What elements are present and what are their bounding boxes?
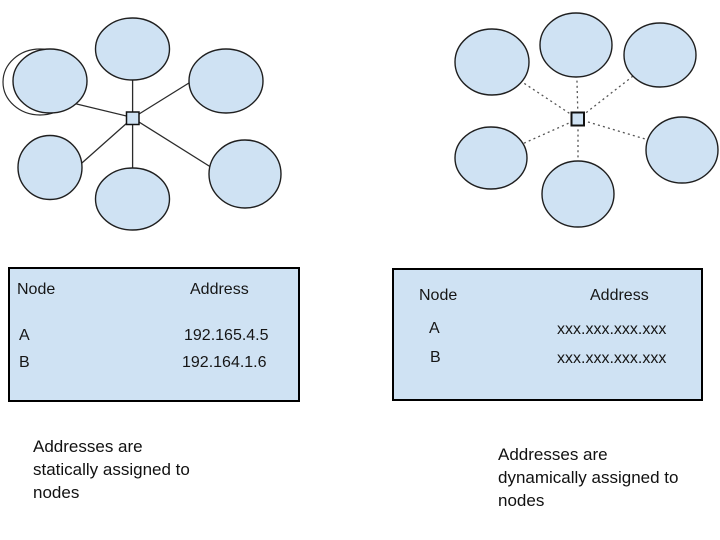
link-line-dotted (577, 54, 661, 120)
network-node (188, 48, 264, 114)
network-node (12, 48, 88, 114)
network-node (94, 17, 171, 81)
table-cell-address-b: xxx.xxx.xxx.xxx (557, 350, 667, 367)
network-node (17, 134, 83, 201)
hub-node (570, 111, 585, 127)
table-cell-node-b: B (430, 349, 441, 366)
column-header-node: Node (419, 287, 458, 304)
network-node (541, 160, 615, 228)
network-node (454, 126, 528, 190)
network-node (208, 139, 282, 209)
network-diagrams (2, 12, 719, 231)
table-cell-address-a: xxx.xxx.xxx.xxx (557, 321, 667, 338)
table-cell-address-a: 192.165.4.5 (184, 327, 269, 344)
network-node (539, 12, 613, 78)
network-node (645, 116, 719, 184)
link-line-dotted (575, 44, 579, 120)
network-node (623, 22, 697, 88)
table-cell-node-a: A (429, 320, 440, 337)
column-header-address: Address (190, 281, 249, 298)
table-cell-address-b: 192.164.1.6 (182, 354, 267, 371)
network-node (454, 28, 530, 96)
static-network-diagram (2, 17, 282, 231)
dynamic-network-diagram (454, 12, 719, 228)
static-assignment-caption: Addresses are statically assigned to nod… (33, 437, 190, 502)
network-node (94, 167, 171, 231)
table-cell-node-b: B (19, 354, 30, 371)
column-header-address: Address (590, 287, 649, 304)
dynamic-address-table: Node Address A xxx.xxx.xxx.xxx B xxx.xxx… (392, 268, 703, 401)
column-header-node: Node (17, 281, 56, 298)
table-cell-node-a: A (19, 327, 30, 344)
link-line-dotted (491, 61, 579, 120)
hub-node (125, 111, 140, 126)
dynamic-assignment-caption: Addresses are dynamically assigned to no… (498, 445, 679, 510)
static-address-table: Node Address A 192.165.4.5 B 192.164.1.6 (8, 267, 300, 402)
